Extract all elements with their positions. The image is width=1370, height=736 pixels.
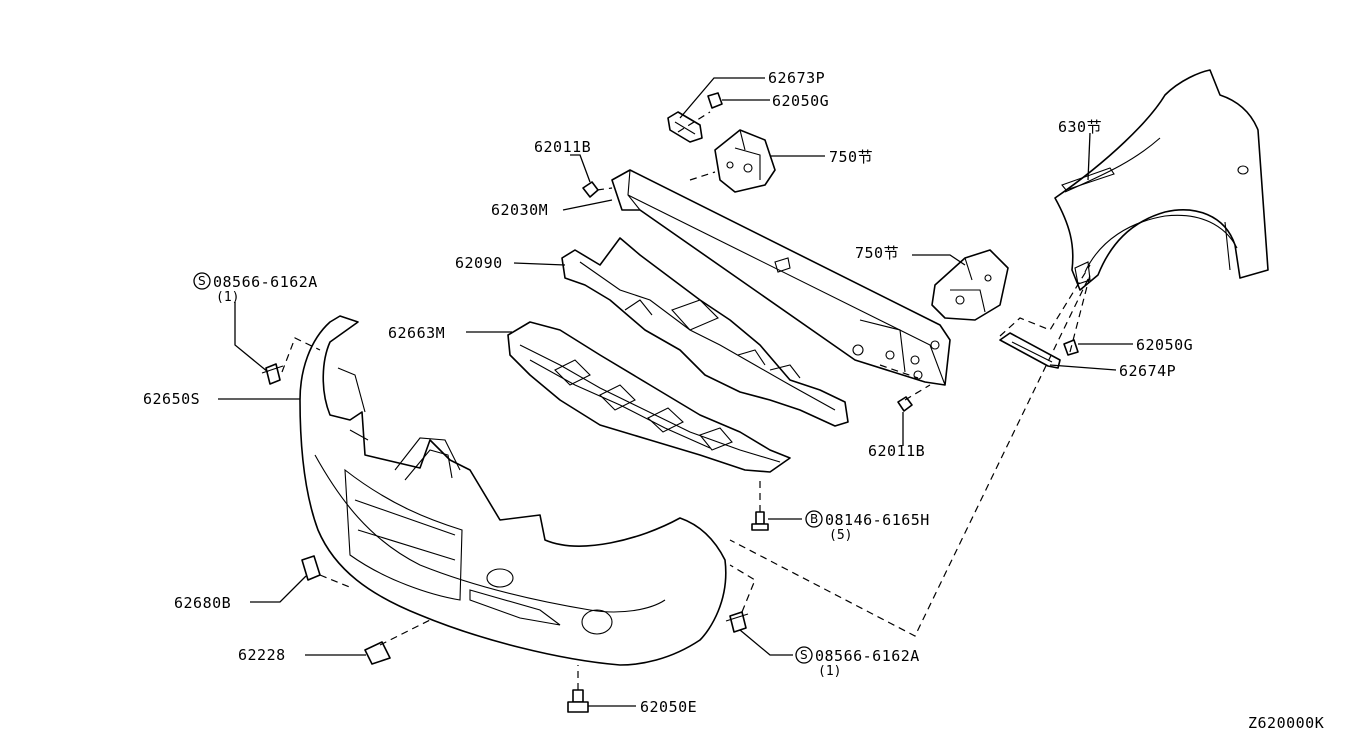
label-62011B-top: 62011B [534, 138, 591, 156]
label-group-08566-bottom: S 08566-6162A (1) [795, 646, 920, 679]
label-62650S: 62650S [143, 390, 200, 408]
label-08146: 08146-6165H [825, 511, 930, 529]
screw-08566-bottom-part[interactable] [725, 611, 749, 633]
label-62673P: 62673P [768, 69, 825, 87]
label-630: 630节 [1058, 118, 1102, 136]
label-62030M: 62030M [491, 201, 548, 219]
tow-hook-cover-62228-part[interactable] [364, 641, 391, 665]
label-08566-top: 08566-6162A [213, 273, 318, 291]
label-62674P: 62674P [1119, 362, 1176, 380]
bracket-62674P-part[interactable] [999, 332, 1061, 369]
label-group-08146: B 08146-6165H (5) [805, 510, 930, 543]
label-62663M: 62663M [388, 324, 445, 342]
badge-b: B [810, 512, 818, 526]
bracket-62673P-part[interactable] [667, 111, 703, 143]
label-group-08566-top: S 08566-6162A (1) [193, 272, 318, 305]
label-62050G-right: 62050G [1136, 336, 1193, 354]
label-08566-bottom: 08566-6162A [815, 647, 920, 665]
clip-62050G-top-part[interactable] [707, 92, 723, 109]
bolt-08146-part[interactable] [751, 511, 769, 531]
screw-08566-top-part[interactable] [261, 363, 284, 385]
label-62011B-bottom: 62011B [868, 442, 925, 460]
label-750-right: 750节 [855, 244, 899, 262]
qty-08566-top: (1) [216, 290, 239, 305]
bumper-fascia-part[interactable] [299, 315, 727, 666]
qty-08146: (5) [829, 528, 852, 543]
front-fender-part[interactable] [1054, 69, 1269, 291]
leader-lines [218, 77, 1133, 707]
lower-bracket-part[interactable] [507, 321, 791, 473]
label-62050E: 62050E [640, 698, 697, 716]
label-62050G-top: 62050G [772, 92, 829, 110]
label-62090: 62090 [455, 254, 503, 272]
qty-08566-bottom: (1) [818, 664, 841, 679]
label-62228: 62228 [238, 646, 286, 664]
energy-absorber-part[interactable] [561, 237, 849, 427]
badge-s-bottom: S [800, 648, 808, 662]
clip-62050E-part[interactable] [567, 689, 589, 713]
clip-62011B-top-part[interactable] [582, 181, 599, 198]
bracket-750-top-part[interactable] [714, 129, 776, 193]
diagram-code: Z620000K [1248, 714, 1324, 732]
label-62680B: 62680B [174, 594, 231, 612]
bumper-reinforcement-part[interactable] [611, 169, 951, 386]
clip-62011B-bottom-part[interactable] [897, 396, 913, 412]
badge-s-top: S [198, 274, 206, 288]
label-750-top: 750节 [829, 148, 873, 166]
assembly-dashed-lines [281, 111, 1091, 690]
bracket-750-right-part[interactable] [931, 249, 1009, 321]
